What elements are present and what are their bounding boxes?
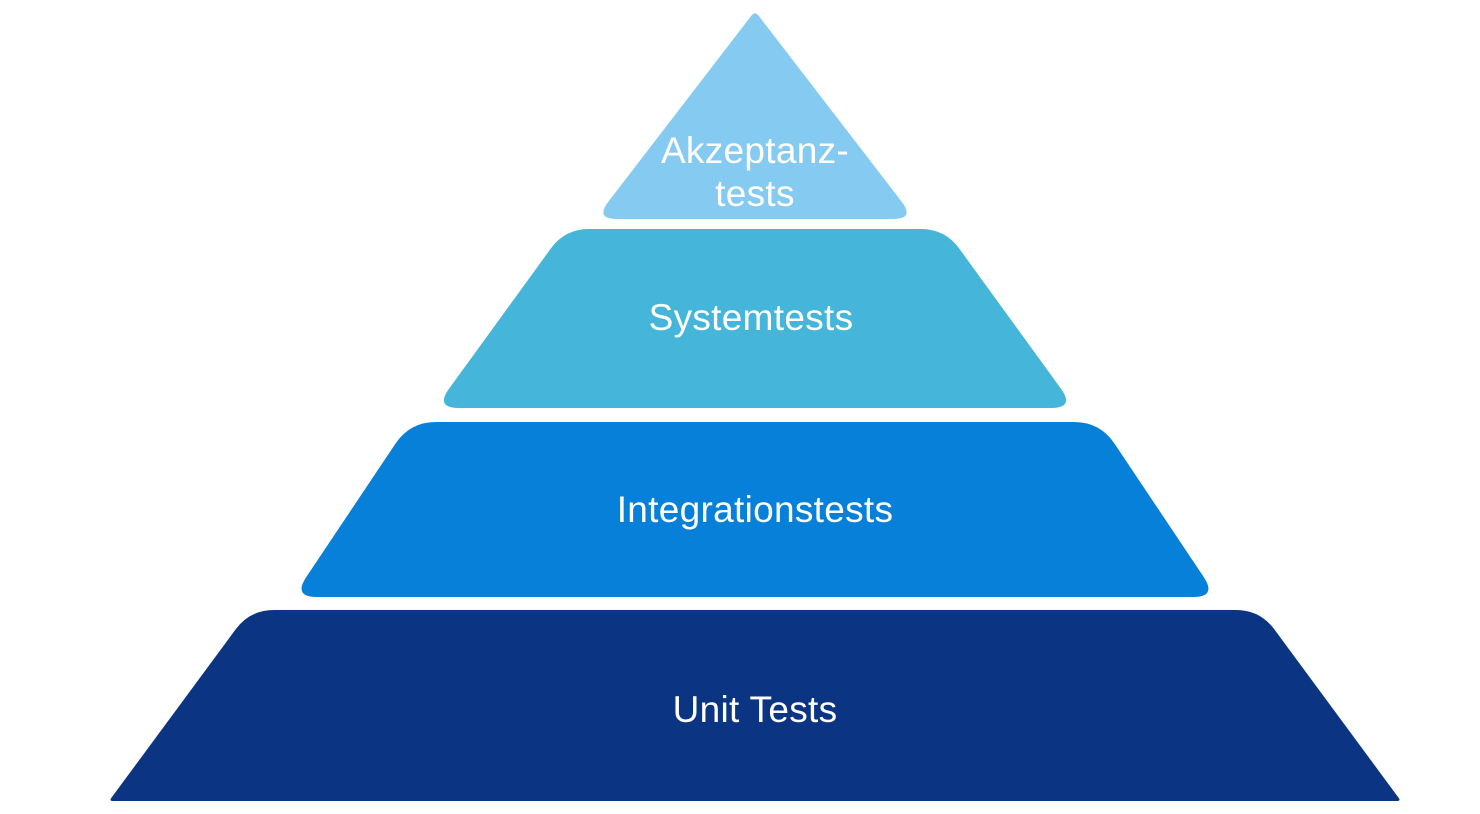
pyramid-level-unit-label: Unit Tests bbox=[673, 689, 838, 730]
pyramid-level-unit-shape bbox=[110, 610, 1400, 801]
pyramid-level-system-shape bbox=[443, 229, 1067, 408]
pyramid-level-acceptance-label-line2: tests bbox=[715, 173, 795, 214]
pyramid-level-system-label: Systemtests bbox=[649, 297, 854, 338]
pyramid-level-integration-shape bbox=[301, 422, 1209, 597]
pyramid-level-integration-label: Integrationstests bbox=[617, 489, 894, 530]
pyramid-level-acceptance-label-line1: Akzeptanz- bbox=[661, 130, 849, 171]
pyramid-level-acceptance-shape bbox=[603, 13, 907, 220]
